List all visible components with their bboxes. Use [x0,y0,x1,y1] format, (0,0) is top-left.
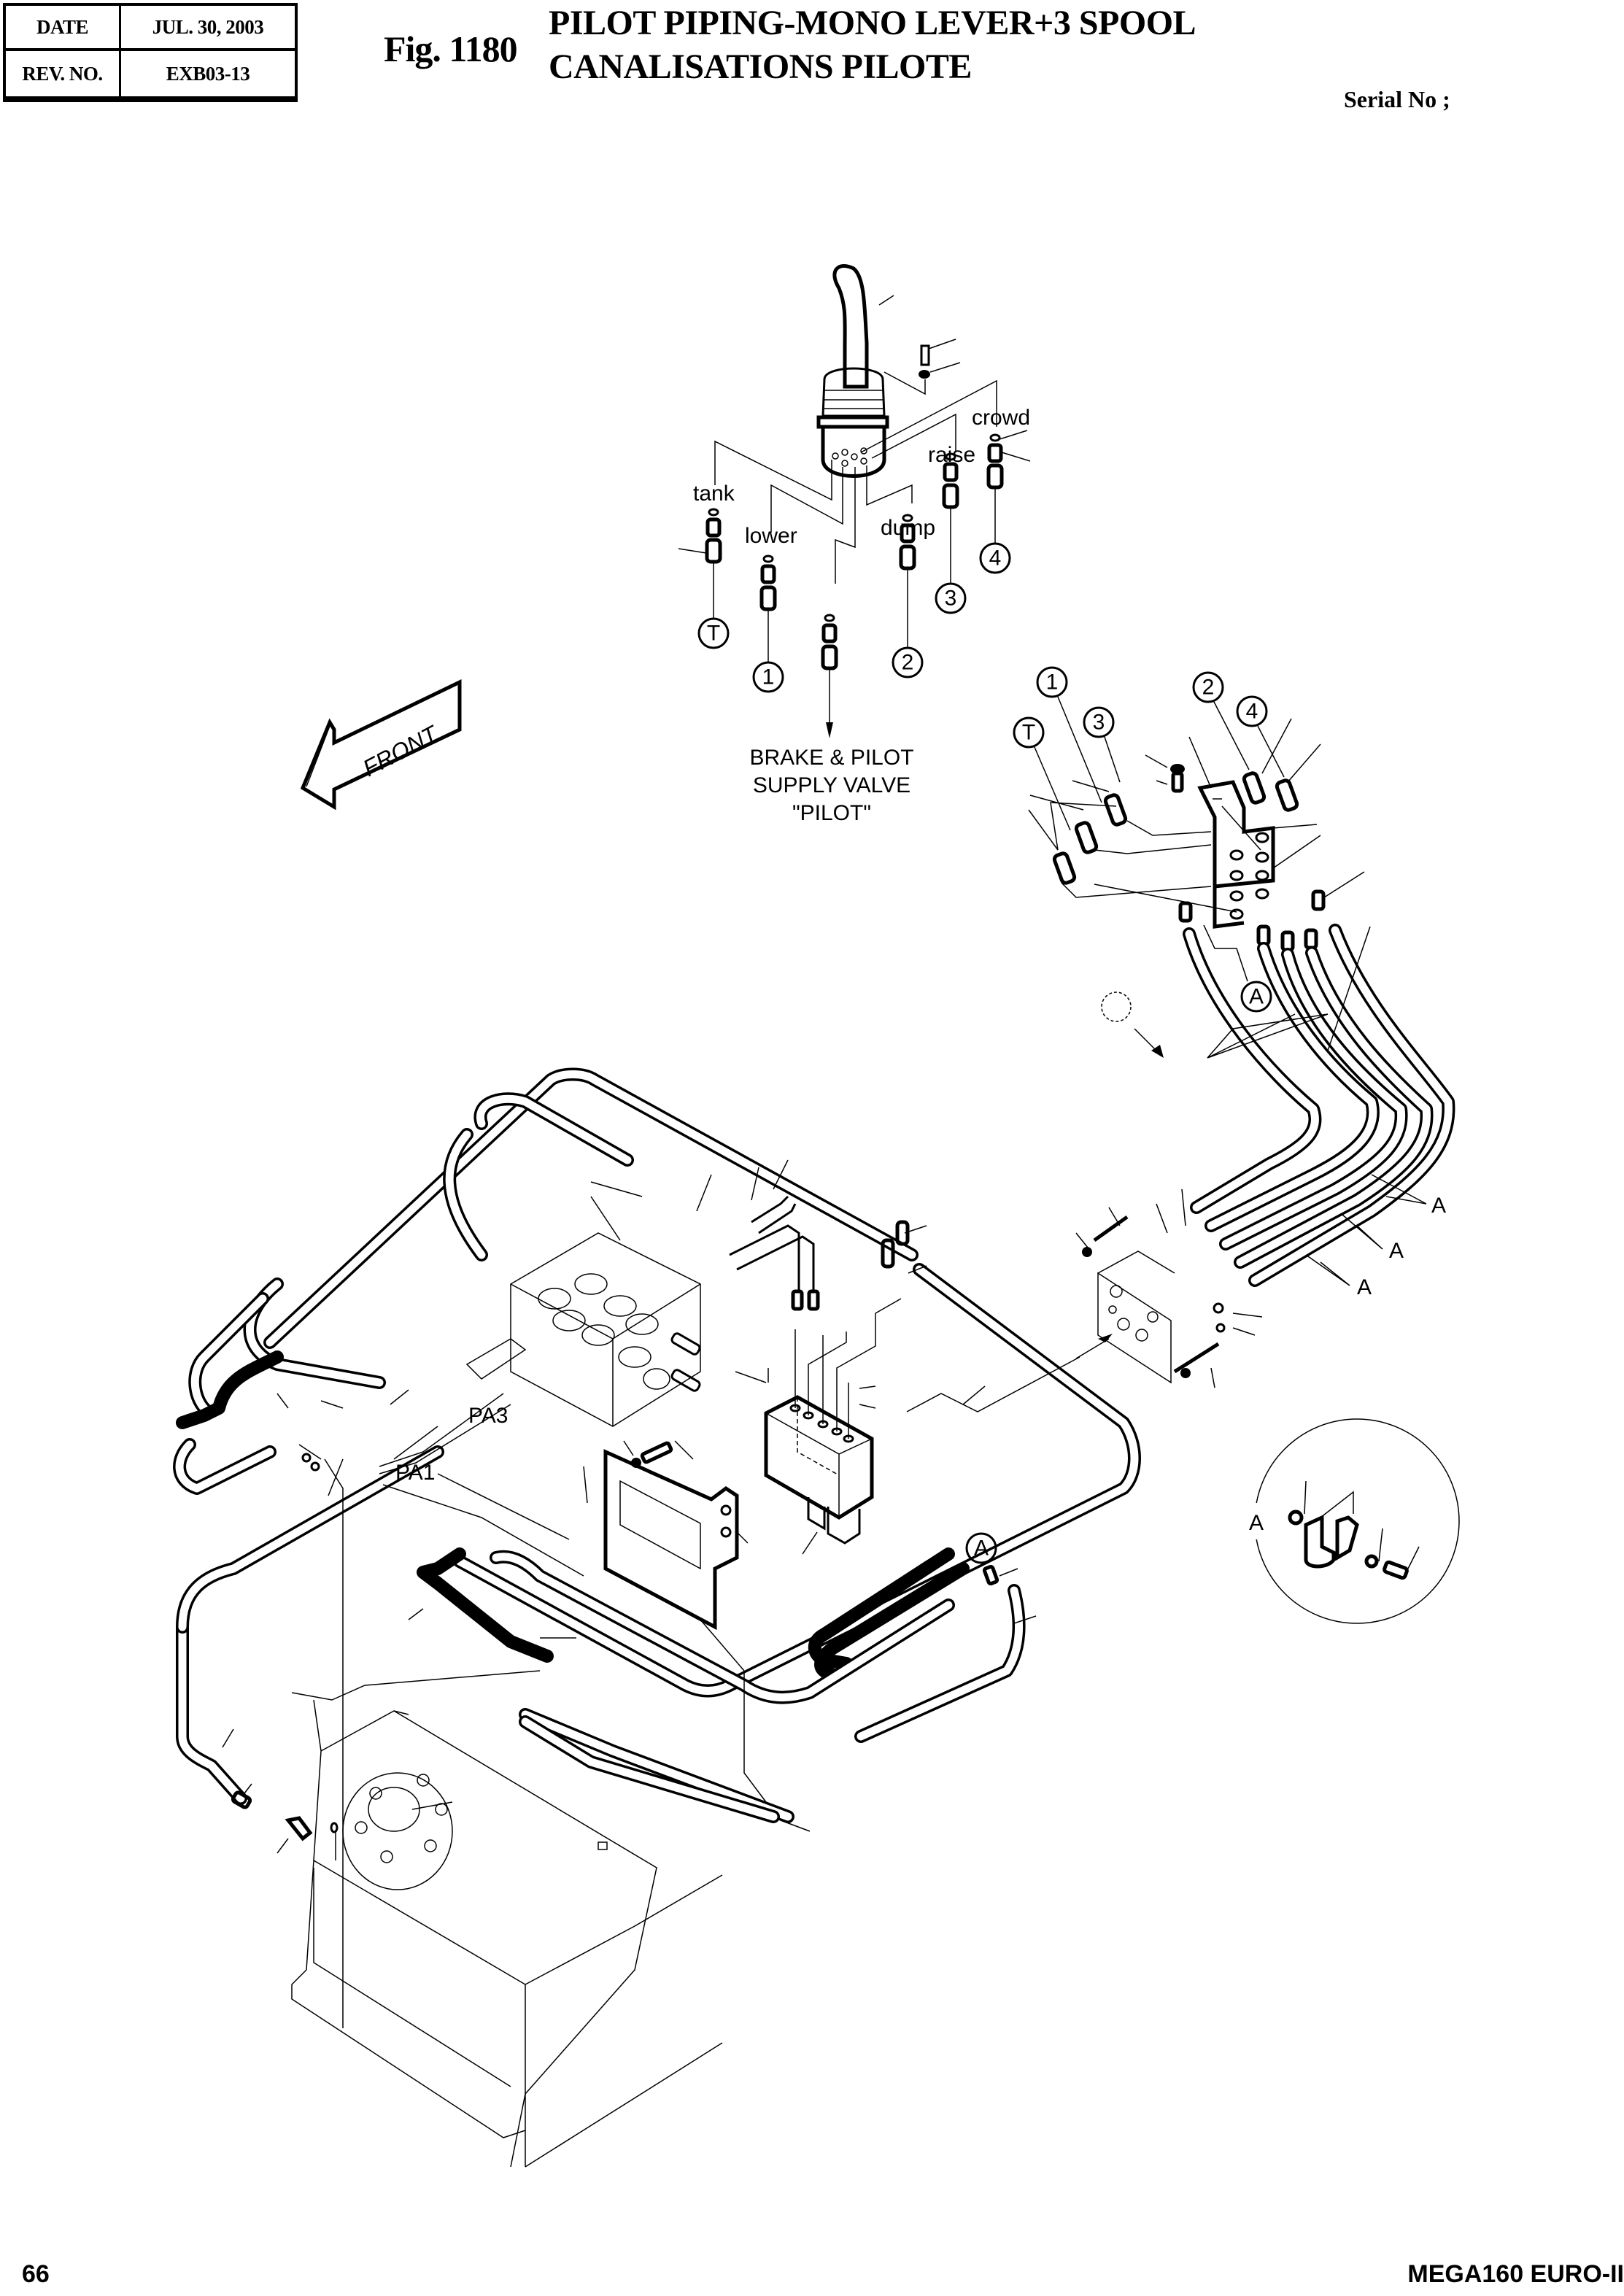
svg-text:T: T [707,622,720,646]
svg-text:1: 1 [1046,670,1059,695]
detail-reference-circle [1101,992,1132,1022]
fitting-lower [759,554,777,611]
page-title-french: CANALISATIONS PILOTE [549,47,972,86]
date-value: JUL. 30, 2003 [121,6,295,51]
callout-joystick-3: 3 [935,582,967,614]
port-label-PA3: PA3 [468,1404,508,1428]
port-label-PA1: PA1 [395,1461,435,1485]
callout-detail-A-lower: A [965,1532,1037,1624]
fitting-crowd [986,430,1031,490]
callout-joystick-2: 2 [892,646,924,679]
date-label: DATE [6,6,121,51]
page-title-english: PILOT PIPING-MONO LEVER+3 SPOOL [549,4,1196,42]
manifold-fittings [1052,764,1326,952]
port-label-lower: lower [745,524,797,548]
hose-label-A-2: A [1389,1239,1404,1263]
port-label-crowd: crowd [972,406,1030,430]
svg-text:A: A [1249,1511,1264,1535]
port-label-dump: dump [881,516,935,540]
svg-text:T: T [1022,721,1035,745]
callout-manifold-T: T [1013,716,1071,831]
joystick-bolt-icon [919,339,961,379]
callout-detail-A-upper: A [1203,924,1272,1013]
callout-manifold-3: 3 [1083,706,1121,783]
rev-label: REV. NO. [6,51,121,96]
lower-manifold-block [1075,1215,1226,1384]
tank-elbow-fitting [231,1783,339,1860]
front-direction-arrow: FRONT [300,679,462,811]
fitting-pilot-supply [821,614,838,670]
joystick-lever [816,264,894,478]
rev-value: EXB03-13 [166,62,250,85]
hose-label-A-1: A [1431,1194,1446,1218]
svg-text:4: 4 [1246,700,1258,724]
callout-manifold-1: 1 [1036,666,1102,803]
pilot-supply-valve-block [764,1313,876,1555]
fitting-tank [678,508,722,564]
svg-text:4: 4 [989,546,1002,571]
callout-joystick-4: 4 [979,542,1011,574]
svg-text:3: 3 [945,587,957,611]
callout-manifold-2: 2 [1192,671,1250,770]
mounting-bracket [583,1440,749,1631]
page-number: 66 [22,2260,50,2288]
svg-text:2: 2 [902,651,914,675]
callout-joystick-1: 1 [752,661,784,693]
port-label-raise: raise [928,443,975,467]
svg-text:2: 2 [1202,676,1215,700]
svg-text:A: A [1249,985,1264,1009]
supply-note-line-1: BRAKE & PILOT [749,746,914,770]
fitting-dump [899,514,916,571]
svg-text:1: 1 [762,665,775,689]
model-name: MEGA160 EURO-II [1407,2260,1624,2288]
supply-note-line-2: SUPPLY VALVE [752,773,911,797]
manifold-bracket [1197,780,1275,929]
serial-number-label: Serial No ; [1344,86,1450,112]
supply-note-line-3: "PILOT" [792,801,871,825]
pilot-hoses-bundle [1183,924,1455,1287]
revision-table: DATE JUL. 30, 2003 REV. NO. EXB03-13 [3,3,298,102]
port-label-tank: tank [693,482,735,506]
supply-valve-note: BRAKE & PILOT SUPPLY VALVE "PILOT" [730,744,934,827]
callout-manifold-4: 4 [1236,695,1285,778]
svg-text:3: 3 [1093,711,1105,735]
hose-label-A-3: A [1357,1275,1372,1299]
control-valve [465,1232,701,1427]
detail-view-A: A [1240,1418,1460,1624]
svg-text:FRONT: FRONT [358,720,443,782]
hydraulic-tank [291,1670,723,2168]
figure-number: Fig. 1180 [384,28,518,69]
svg-text:A: A [974,1537,989,1561]
callout-joystick-T: T [697,617,730,649]
main-hoses [173,1067,1141,1823]
